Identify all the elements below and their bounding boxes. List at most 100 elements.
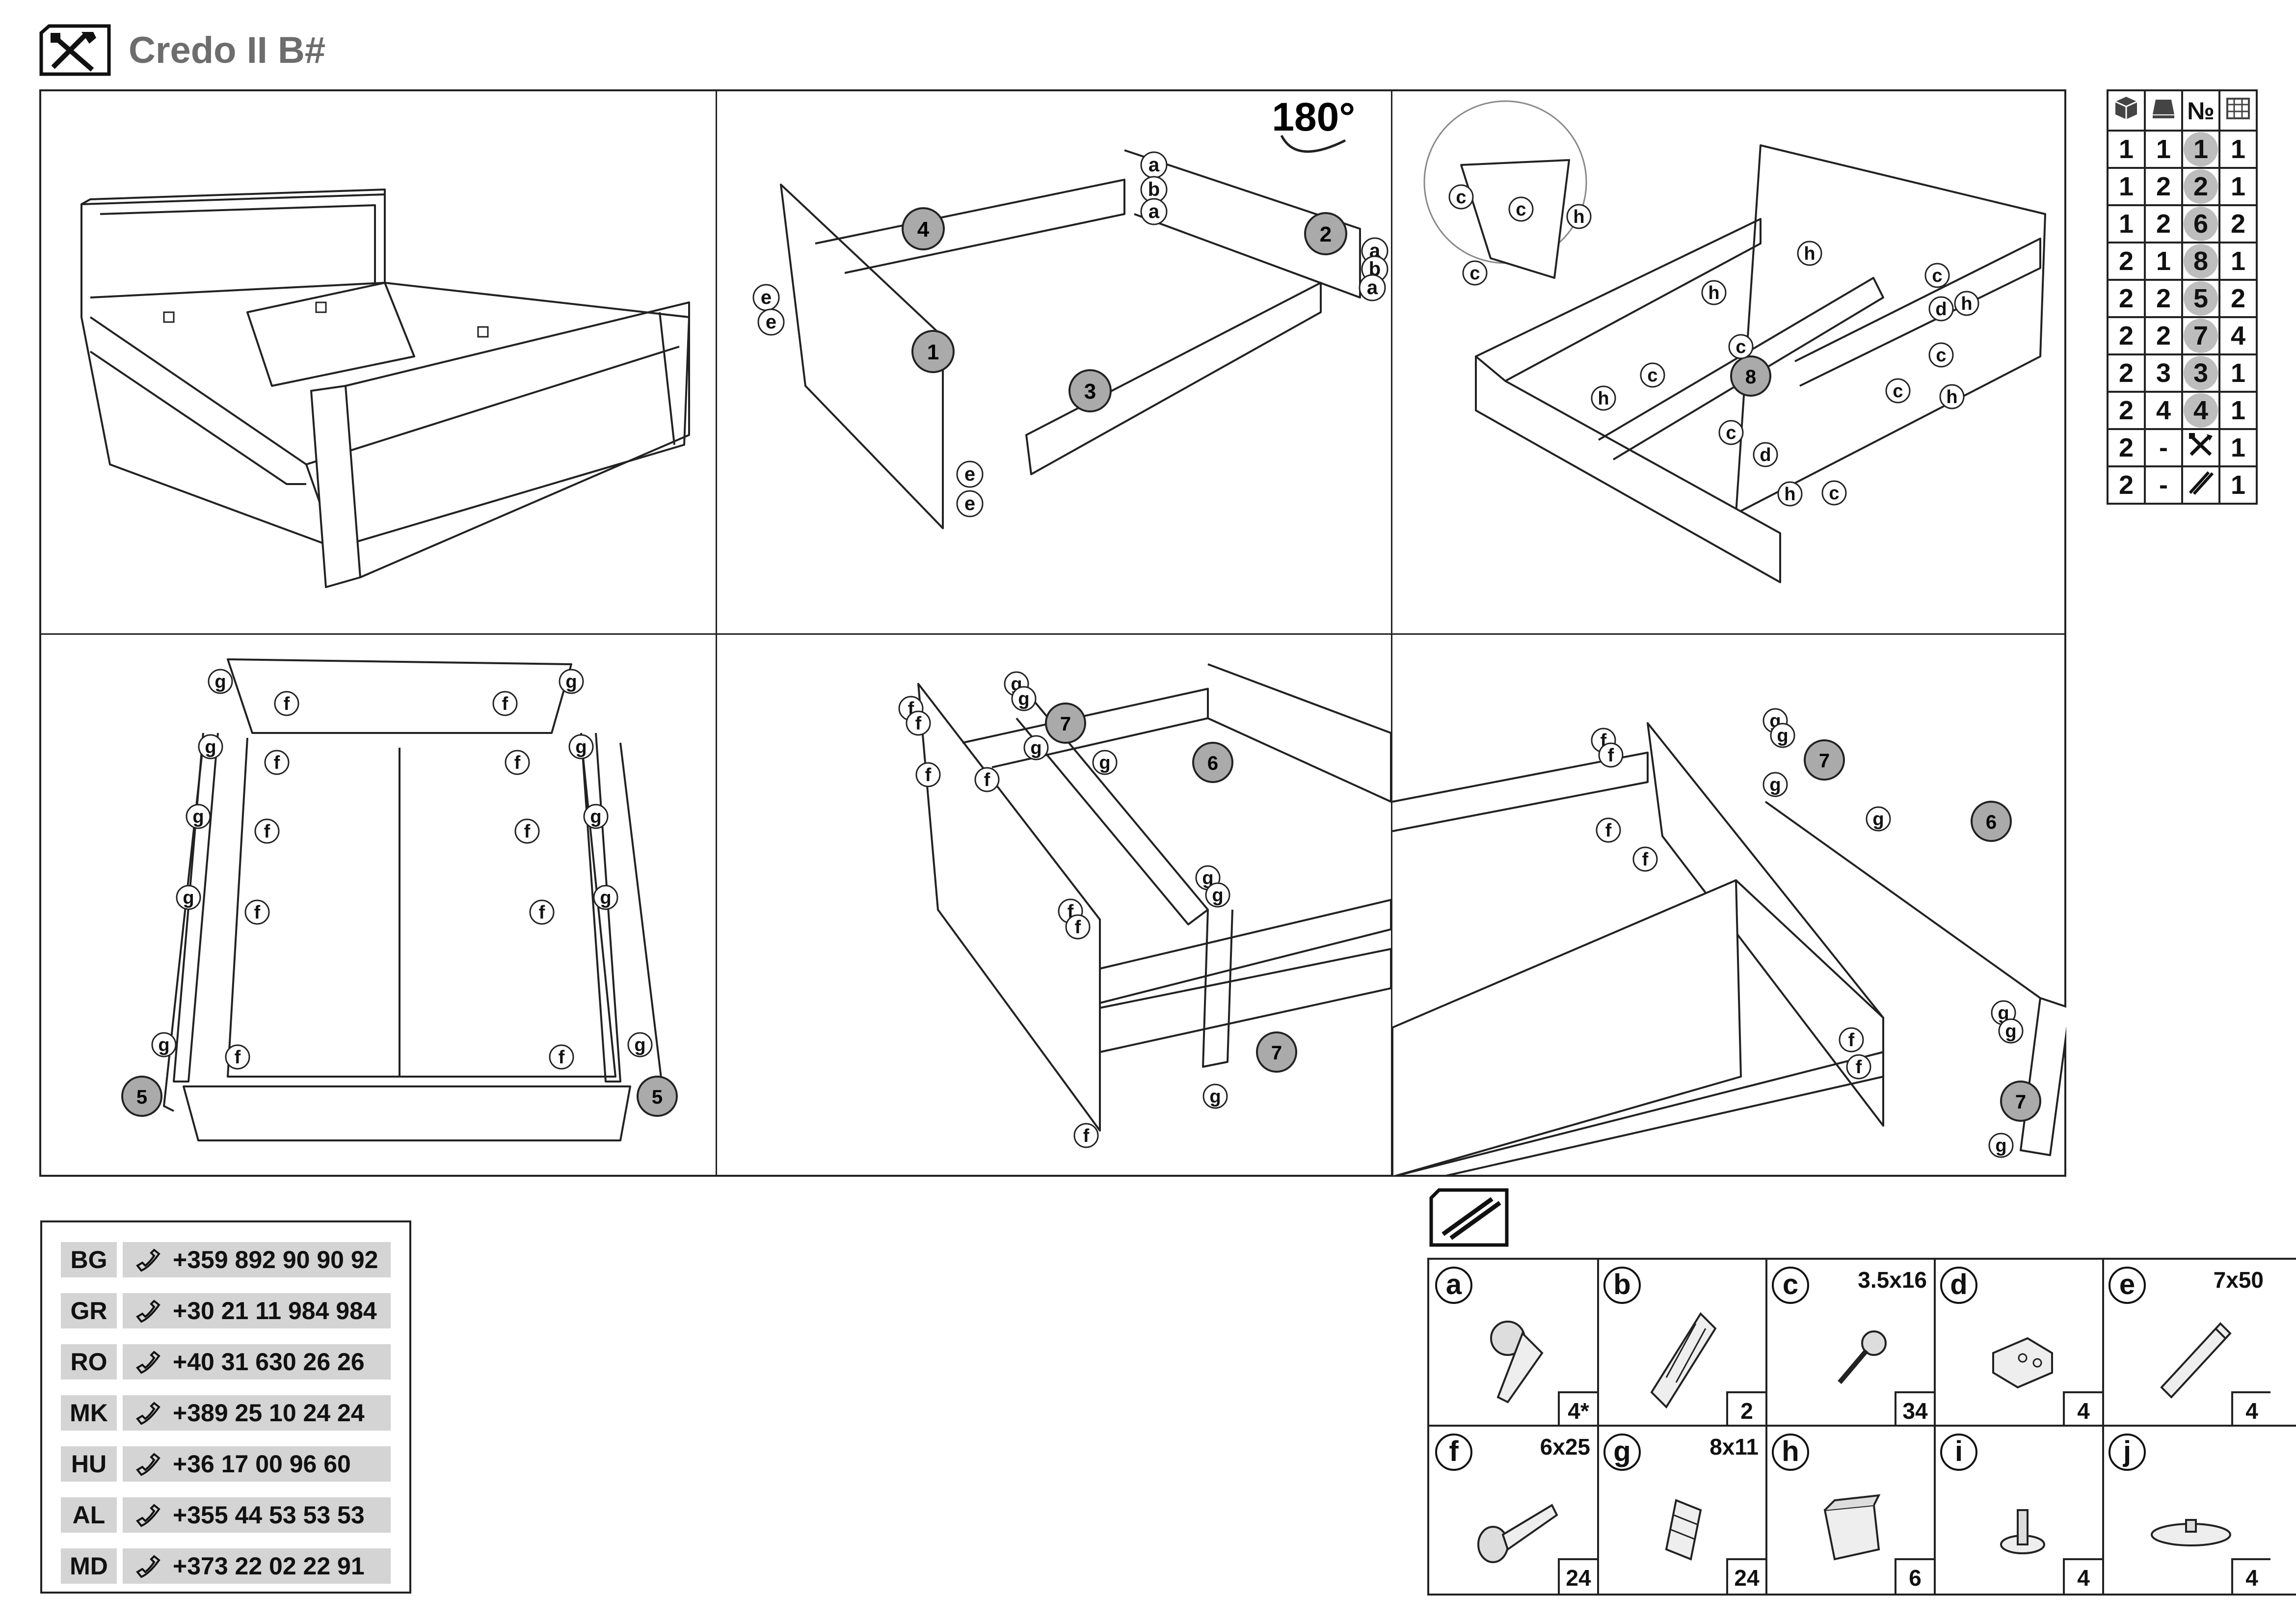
number-header: №	[2181, 89, 2220, 132]
svg-text:6: 6	[1207, 753, 1218, 774]
svg-text:f: f	[559, 1047, 565, 1068]
svg-text:c: c	[1893, 381, 1903, 402]
svg-text:2: 2	[1320, 222, 1332, 246]
svg-text:f: f	[539, 902, 545, 923]
phone-row: BG+359 892 90 90 92	[61, 1242, 391, 1277]
svg-text:g: g	[1769, 775, 1781, 795]
step-frame-assembly: 4 2 1 3 a b a a b a e e e e 180°	[717, 91, 1391, 633]
tools-icon	[2181, 428, 2220, 467]
fittings-icon	[1429, 1188, 1509, 1247]
svg-text:f: f	[254, 902, 261, 923]
svg-text:c: c	[1829, 483, 1839, 504]
svg-text:4: 4	[917, 217, 930, 242]
svg-text:f: f	[502, 694, 508, 714]
step-rail-detail-b: 7 6 7 f f g g g g f f g g f f g	[1392, 635, 2066, 1177]
box-icon	[2107, 89, 2146, 132]
svg-text:5: 5	[652, 1086, 663, 1108]
dowel-icon	[1650, 1312, 1717, 1409]
svg-text:e: e	[964, 463, 975, 485]
svg-text:g: g	[1099, 753, 1110, 773]
svg-text:g: g	[1030, 738, 1041, 758]
svg-text:h: h	[1573, 207, 1584, 227]
phone-row: GR+30 21 11 984 984	[61, 1293, 391, 1328]
bolt-icon	[1477, 1504, 1558, 1563]
svg-text:7: 7	[1271, 1042, 1282, 1064]
phone-icon	[136, 1453, 160, 1476]
hardware-item-d: d 4	[1934, 1260, 2102, 1427]
hardware-item-h: h 6	[1766, 1427, 1934, 1594]
document-title: Credo II B#	[129, 29, 326, 71]
svg-text:h: h	[1784, 484, 1795, 505]
svg-text:f: f	[925, 765, 932, 785]
phone-icon	[136, 1402, 160, 1425]
insert-nut-icon	[1665, 1499, 1702, 1561]
svg-text:1: 1	[927, 340, 939, 364]
step-side-rails: 5 5 g f f g g g f f g g f f g g f f g	[41, 635, 716, 1177]
cam-bolt-icon	[1490, 1321, 1544, 1404]
svg-text:a: a	[1148, 154, 1160, 176]
frame-assembly-illustration: 4 2 1 3 a b a a b a e e e e 180°	[752, 95, 1388, 529]
hardware-item-j: j 4	[2103, 1427, 2270, 1594]
svg-text:e: e	[761, 287, 772, 308]
svg-text:g: g	[1872, 809, 1884, 830]
svg-text:c: c	[1516, 199, 1526, 220]
svg-text:f: f	[915, 713, 922, 734]
phone-icon	[136, 1248, 160, 1272]
hardware-item-e: e 7x50 4	[2103, 1260, 2270, 1427]
svg-text:f: f	[284, 694, 290, 714]
svg-text:c: c	[1932, 266, 1942, 286]
svg-text:f: f	[1075, 917, 1081, 938]
parts-table-header: №	[2107, 89, 2258, 132]
svg-text:g: g	[192, 807, 204, 827]
svg-text:7: 7	[1060, 713, 1071, 735]
assembly-steps-grid: 4 2 1 3 a b a a b a e e e e 180°	[39, 89, 2066, 1177]
svg-text:b: b	[1148, 179, 1160, 200]
svg-text:e: e	[766, 311, 776, 333]
hardware-item-c: c 3.5x16 34	[1766, 1260, 1934, 1427]
svg-text:d: d	[1935, 299, 1947, 320]
svg-text:h: h	[1946, 387, 1957, 407]
svg-text:c: c	[1726, 423, 1736, 443]
svg-text:6: 6	[1986, 812, 1997, 833]
svg-text:h: h	[1961, 294, 1972, 314]
fittings-icon	[2181, 465, 2220, 505]
step-rail-detail-a: 7 6 7 f f g g g g f f g g f f g f	[717, 635, 1391, 1177]
phone-icon	[136, 1504, 160, 1527]
hardware-item-f: f 6x25 24	[1429, 1427, 1597, 1594]
svg-text:g: g	[1777, 726, 1788, 746]
svg-text:g: g	[158, 1035, 169, 1056]
svg-text:e: e	[964, 493, 975, 514]
svg-text:g: g	[634, 1035, 645, 1056]
svg-text:f: f	[514, 753, 521, 773]
svg-text:h: h	[1708, 283, 1719, 303]
phone-icon	[136, 1299, 160, 1323]
svg-text:g: g	[1202, 868, 1213, 889]
svg-text:c: c	[1647, 365, 1657, 386]
phone-row: MD+373 22 02 22 91	[61, 1548, 391, 1584]
phone-row: HU+36 17 00 96 60	[61, 1446, 391, 1482]
svg-text:g: g	[1998, 1003, 2009, 1024]
svg-text:a: a	[1367, 277, 1378, 298]
svg-text:f: f	[235, 1047, 241, 1068]
svg-text:f: f	[1856, 1057, 1862, 1078]
bed-overview-illustration	[80, 189, 690, 588]
svg-text:f: f	[1608, 745, 1614, 766]
svg-text:g: g	[590, 807, 601, 827]
hardware-item-i: i 4	[1934, 1427, 2102, 1594]
svg-text:h: h	[1804, 244, 1815, 264]
svg-text:3: 3	[1084, 379, 1096, 404]
svg-text:c: c	[1936, 345, 1946, 366]
svg-text:g: g	[205, 737, 216, 758]
svg-text:7: 7	[2015, 1091, 2026, 1113]
svg-text:f: f	[1083, 1126, 1090, 1146]
svg-text:g: g	[183, 888, 194, 908]
parts-row: 2- 1	[2107, 465, 2258, 505]
hardware-grid: a 4* b 2 c 3.5x16 34 d	[1427, 1258, 2296, 1596]
document-header: Credo II B#	[38, 21, 325, 80]
svg-text:f: f	[1605, 820, 1612, 841]
hardware-item-a: a 4*	[1429, 1260, 1597, 1427]
